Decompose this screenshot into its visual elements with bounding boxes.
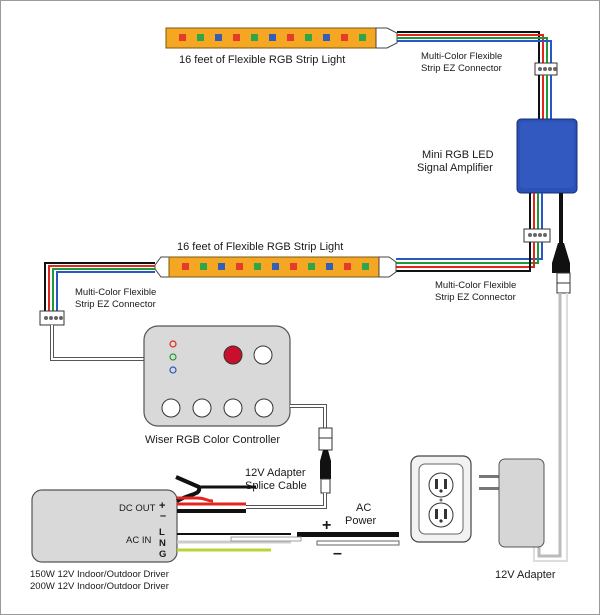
right-connector-label-1: Multi-Color Flexible [435, 280, 516, 291]
led-chip [290, 263, 297, 270]
controller-button-3[interactable] [223, 398, 243, 418]
controller-button-1[interactable] [161, 398, 181, 418]
ac-power-label-2: Power [345, 515, 377, 527]
led-chip [182, 263, 189, 270]
led-chip [233, 34, 240, 41]
led-chip [218, 263, 225, 270]
ac-minus-label: – [333, 545, 342, 562]
controller-label: Wiser RGB Color Controller [145, 434, 280, 446]
amp-power-cable [533, 193, 571, 562]
led-chip [287, 34, 294, 41]
led-chip [236, 263, 243, 270]
driver-model-label-2: 200W 12V Indoor/Outdoor Driver [30, 581, 169, 592]
ac-plus-label: + [322, 517, 331, 534]
green-indicator-icon [169, 353, 177, 361]
top-strip-label: 16 feet of Flexible RGB Strip Light [179, 54, 345, 66]
controller-input-cable [50, 325, 144, 361]
power-button[interactable] [223, 345, 243, 365]
led-chip [344, 263, 351, 270]
power-driver [31, 489, 178, 563]
left-connector-label-2: Strip EZ Connector [75, 299, 156, 310]
mid-strip-left-wires [44, 262, 155, 311]
color-controller [143, 325, 291, 427]
driver-dc-plus-label: + [159, 500, 165, 512]
ac-power-lines [230, 532, 400, 546]
led-chip [269, 34, 276, 41]
led-chip [215, 34, 222, 41]
driver-g-label: G [159, 549, 166, 560]
led-chip [251, 34, 258, 41]
blue-indicator-icon [169, 366, 177, 374]
led-chip [359, 34, 366, 41]
splice-label-1: 12V Adapter [245, 467, 306, 479]
dc-plug [318, 427, 333, 494]
mid-strip-right-wires [396, 242, 543, 272]
driver-n-label: N [159, 538, 166, 549]
top-ez-connector [534, 62, 558, 76]
driver-dc-out-label: DC OUT [119, 503, 156, 514]
controller-button-2[interactable] [192, 398, 212, 418]
splice-label-2: Splice Cable [245, 480, 307, 492]
left-connector-label-1: Multi-Color Flexible [75, 287, 156, 298]
controller-button-4[interactable] [254, 398, 274, 418]
driver-l-label: L [159, 527, 165, 538]
right-connector-label-2: Strip EZ Connector [435, 292, 516, 303]
led-chip [308, 263, 315, 270]
led-chip [200, 263, 207, 270]
top-connector-label-1: Multi-Color Flexible [421, 51, 502, 62]
left-ez-connector [39, 310, 65, 326]
red-indicator-icon [169, 340, 177, 348]
mid-strip-light [154, 256, 397, 278]
led-chip [254, 263, 261, 270]
top-strip-wires [397, 31, 552, 63]
amplifier-label-2: Signal Amplifier [417, 162, 493, 174]
amplifier-label-1: Mini RGB LED [422, 149, 494, 161]
driver-ac-in-label: AC IN [126, 535, 151, 546]
driver-ac-wires [177, 533, 291, 552]
mid-right-ez-connector [523, 228, 551, 243]
mid-strip-label: 16 feet of Flexible RGB Strip Light [177, 241, 343, 253]
top-strip-light [165, 27, 398, 49]
driver-model-label-1: 150W 12V Indoor/Outdoor Driver [30, 569, 169, 580]
signal-amplifier [516, 118, 578, 194]
ac-power-label-1: AC [356, 502, 371, 514]
led-chip [179, 34, 186, 41]
led-chip [362, 263, 369, 270]
led-chip [323, 34, 330, 41]
driver-dc-wires [175, 475, 256, 513]
top-connector-label-2: Strip EZ Connector [421, 63, 502, 74]
adapter-label: 12V Adapter [495, 569, 556, 581]
led-chip [272, 263, 279, 270]
amp-input-wires [538, 75, 552, 119]
amp-output-wires [529, 193, 543, 229]
controller-output-cable [290, 404, 327, 428]
wall-adapter [479, 458, 545, 548]
wall-outlet [410, 455, 472, 543]
led-chip [305, 34, 312, 41]
led-chip [197, 34, 204, 41]
led-chip [326, 263, 333, 270]
driver-dc-minus-label: – [160, 510, 166, 522]
mode-button[interactable] [253, 345, 273, 365]
splice-cable [246, 493, 327, 509]
led-chip [341, 34, 348, 41]
